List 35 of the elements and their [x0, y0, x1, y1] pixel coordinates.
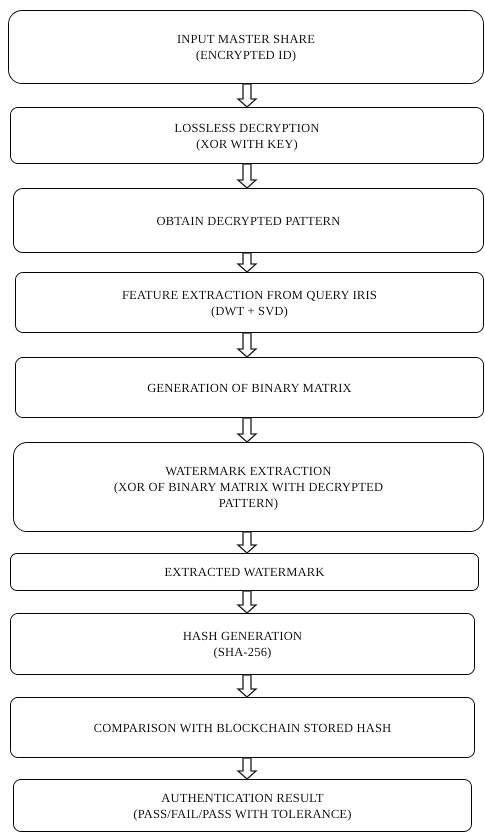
process-box — [13, 188, 484, 253]
process-box — [10, 553, 479, 591]
process-box — [13, 779, 472, 832]
step-text: GENERATION OF BINARY MATRIX — [147, 380, 352, 396]
process-box — [8, 10, 484, 84]
process-box — [15, 272, 484, 333]
step-text: EXTRACTED WATERMARK — [164, 564, 325, 580]
arrow — [236, 417, 258, 443]
step-text: (PASS/FAIL/PASS WITH TOLERANCE) — [133, 806, 352, 822]
process-box — [10, 613, 475, 675]
step-text: (DWT + SVD) — [210, 302, 288, 318]
step-text: (SHA-256) — [213, 644, 272, 660]
process-box — [13, 442, 484, 532]
step-text: WATERMARK EXTRACTION — [165, 463, 332, 479]
arrow — [236, 332, 258, 358]
step-text: AUTHENTICATION RESULT — [161, 790, 324, 806]
arrow — [236, 590, 258, 614]
step-text: HASH GENERATION — [182, 628, 302, 644]
arrow — [236, 163, 258, 189]
arrow — [236, 674, 258, 698]
process-box — [15, 357, 484, 418]
step-text: COMPARISON WITH BLOCKCHAIN STORED HASH — [94, 720, 392, 736]
arrow — [236, 252, 258, 273]
step-text: FEATURE EXTRACTION FROM QUERY IRIS — [122, 286, 377, 302]
step-text: INPUT MASTER SHARE — [176, 31, 316, 47]
arrow — [236, 531, 258, 554]
step-text: OBTAIN DECRYPTED PATTERN — [156, 212, 340, 228]
arrow — [236, 83, 258, 108]
arrow — [236, 757, 258, 780]
process-box — [10, 697, 475, 758]
step-text: LOSSLESS DECRYPTION — [174, 120, 320, 136]
step-text: (ENCRYPTED ID) — [196, 47, 296, 63]
process-box — [10, 107, 484, 164]
step-text: (XOR WITH KEY) — [196, 136, 298, 152]
step-text: (XOR OF BINARY MATRIX WITH DECRYPTED PATTERN) — [112, 479, 384, 511]
